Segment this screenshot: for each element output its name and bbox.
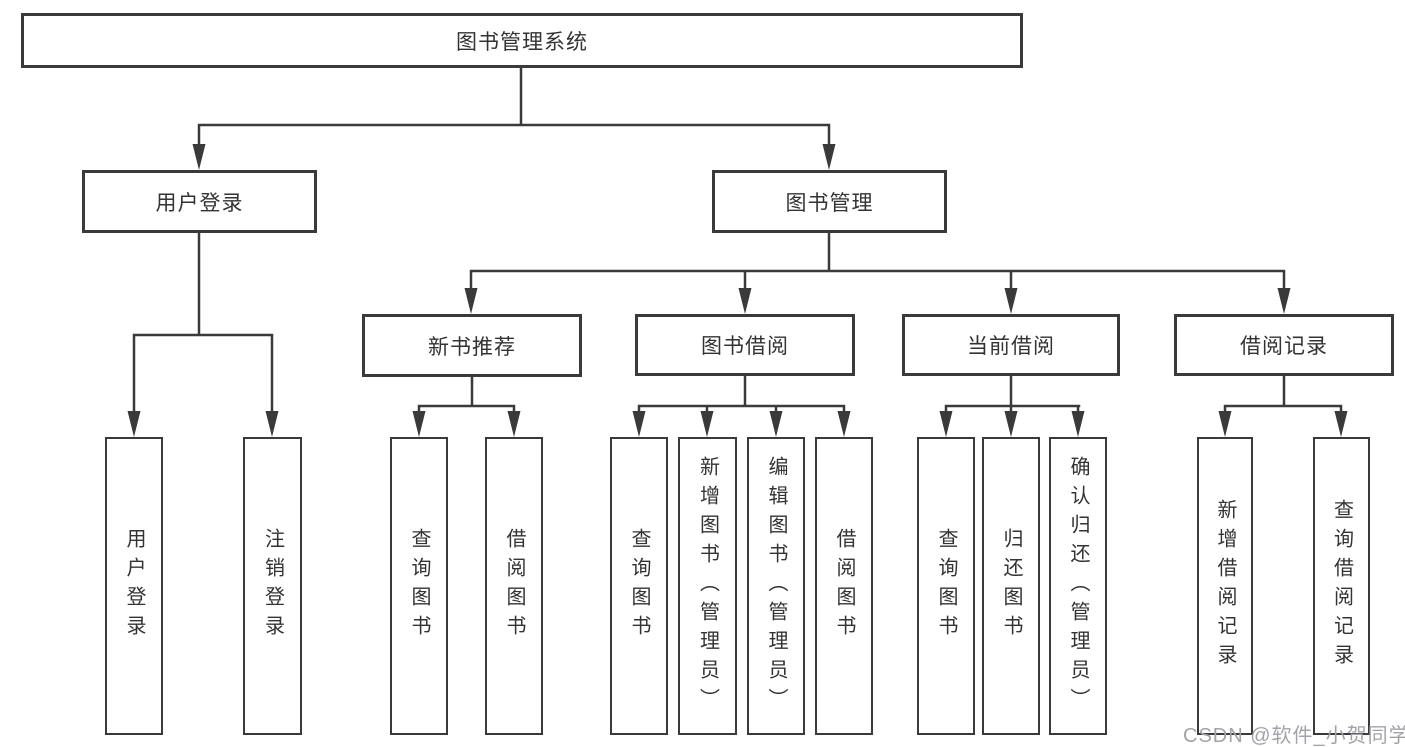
arrowhead-book-mgmt-icon	[822, 144, 836, 170]
connector-login-to-leaves	[132, 233, 274, 418]
arrowhead-new-books-icon	[464, 288, 478, 314]
leaf-query-record: 查询借阅记录	[1313, 437, 1370, 735]
leaf-query-books-3-label: 查询图书	[935, 528, 957, 644]
connector-new-books-to-leaves	[417, 377, 516, 420]
arrowhead-leaf-user-login-icon	[127, 411, 141, 437]
leaf-add-record-label: 新增借阅记录	[1214, 499, 1236, 673]
connector-book-borrow-to-leaves	[637, 376, 846, 420]
connector-borrow-records-to-leaves	[1223, 376, 1343, 420]
arrowhead-leaf-confirm-return-icon	[1071, 411, 1085, 437]
arrowhead-leaf-add-record-icon	[1218, 411, 1232, 437]
connector-root-to-level2	[197, 68, 831, 150]
node-book-borrow: 图书借阅	[635, 314, 855, 376]
arrowhead-leaf-borrow-books-1-icon	[507, 411, 521, 437]
leaf-borrow-books-1-label: 借阅图书	[503, 528, 525, 644]
leaf-add-books: 新增图书（管理员）	[678, 437, 737, 735]
connector-mgmt-to-level3	[469, 233, 1286, 294]
arrowhead-book-borrow-icon	[738, 288, 752, 314]
arrowhead-leaf-logout-icon	[265, 411, 279, 437]
csdn-watermark: CSDN @软件_小贺同学	[1183, 725, 1405, 747]
arrowhead-leaf-borrow-books-2-icon	[837, 411, 851, 437]
arrowhead-current-borrow-icon	[1004, 288, 1018, 314]
leaf-query-record-label: 查询借阅记录	[1330, 499, 1353, 673]
arrowhead-leaf-query-books-2-icon	[632, 411, 646, 437]
leaf-query-books-1-label: 查询图书	[408, 528, 430, 644]
leaf-return-books-label: 归还图书	[1000, 528, 1022, 644]
leaf-add-record: 新增借阅记录	[1197, 437, 1253, 735]
leaf-query-books-2-label: 查询图书	[628, 528, 650, 644]
leaf-borrow-books-2-label: 借阅图书	[833, 528, 855, 644]
leaf-borrow-books-2: 借阅图书	[815, 437, 873, 735]
leaf-query-books-3: 查询图书	[917, 437, 975, 735]
leaf-borrow-books-1: 借阅图书	[485, 437, 543, 735]
leaf-confirm-return-label: 确认归还（管理员）	[1067, 455, 1089, 717]
leaf-query-books-2: 查询图书	[610, 437, 668, 735]
leaf-logout-label: 注销登录	[261, 528, 284, 644]
arrowhead-leaf-add-books-icon	[700, 411, 714, 437]
node-borrow-records: 借阅记录	[1174, 314, 1394, 376]
leaf-user-login-label: 用户登录	[123, 528, 145, 644]
node-current-borrow: 当前借阅	[902, 314, 1120, 376]
leaf-user-login: 用户登录	[105, 437, 163, 735]
node-new-books: 新书推荐	[362, 314, 582, 377]
leaf-return-books: 归还图书	[982, 437, 1040, 735]
leaf-add-books-label: 新增图书（管理员）	[696, 455, 719, 717]
arrowhead-leaf-query-record-icon	[1334, 411, 1348, 437]
node-book-mgmt: 图书管理	[712, 170, 947, 233]
arrowhead-leaf-query-books-3-icon	[939, 411, 953, 437]
leaf-query-books-1: 查询图书	[390, 437, 448, 735]
node-user-login: 用户登录	[82, 170, 317, 233]
arrowhead-leaf-return-books-icon	[1004, 411, 1018, 437]
node-root: 图书管理系统	[21, 13, 1023, 68]
arrowhead-leaf-edit-books-icon	[769, 411, 783, 437]
arrowhead-leaf-query-books-1-icon	[412, 411, 426, 437]
arrowhead-user-login-icon	[192, 144, 206, 170]
arrowhead-borrow-records-icon	[1277, 288, 1291, 314]
leaf-edit-books-label: 编辑图书（管理员）	[765, 455, 787, 717]
leaf-edit-books: 编辑图书（管理员）	[747, 437, 805, 735]
leaf-confirm-return: 确认归还（管理员）	[1049, 437, 1107, 735]
leaf-logout: 注销登录	[243, 437, 302, 735]
